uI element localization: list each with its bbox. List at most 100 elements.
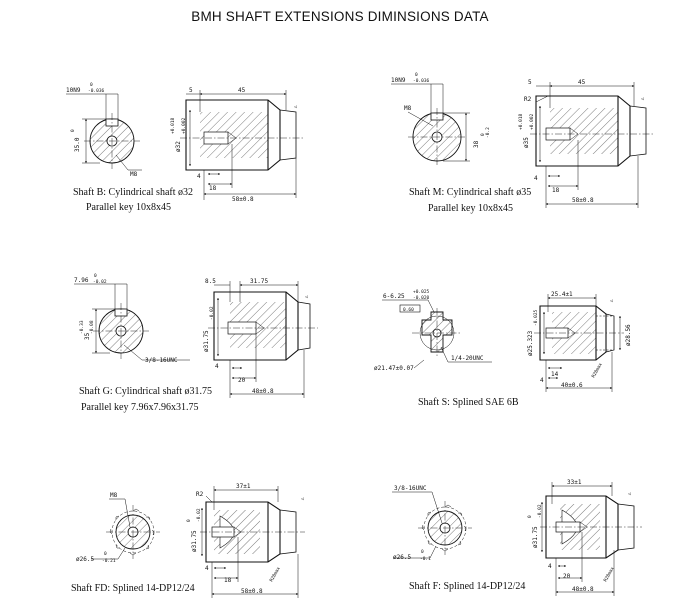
shaft-s-spline-upper: +0.025 — [413, 289, 430, 295]
shaft-g-drawing: ◁ 7.96 0 -0.02 35 -0.33 -0.08 3/8-16UNC … — [74, 273, 318, 413]
shaft-b-dim-4: 4 — [197, 173, 201, 180]
shaft-b-caption: Shaft B: Cylindrical shaft ø32 — [73, 187, 193, 198]
shaft-b-height: 35.0 — [74, 137, 81, 152]
shaft-fd-radius: R2 — [196, 491, 204, 498]
shaft-g-key-tolerance: 7.96 — [74, 277, 89, 284]
shaft-g-dim-31-75: 31.75 — [250, 278, 268, 285]
shaft-fd-dia-upper: 0 — [186, 519, 192, 522]
shaft-m-end-view — [391, 83, 470, 166]
shaft-b-labels: 10N9 0 -0.036 35.0 0 M8 ø32 +0.018 +0.00… — [66, 82, 254, 213]
shaft-s-box: 0.60 — [403, 307, 414, 313]
shaft-b-diameter: ø32 — [175, 141, 182, 152]
shaft-m-key-caption: Parallel key 10x8x45 — [428, 203, 513, 214]
shaft-fd-thread: M8 — [110, 492, 118, 499]
shaft-b-key-tol-upper: 0 — [90, 82, 93, 88]
shaft-f-labels: 3/8-16UNC ø26.5 0 -0.1 33±1 ø31.75 0 -0.… — [393, 479, 616, 593]
shaft-fd-drawing: ◁ M8 ø26.5 0 -0.21 R2 37±1 ø31.75 0 -0.0… — [71, 483, 305, 598]
shaft-m-height-tol-2: -0.2 — [485, 127, 491, 138]
shaft-g-diameter: ø31.75 — [203, 330, 210, 352]
shaft-f-side-view: ◁ — [540, 482, 642, 596]
shaft-s-minor-dia: ø21.47±0.07 — [374, 365, 414, 372]
shaft-m-diameter: ø35 — [523, 137, 530, 148]
svg-text:◁: ◁ — [294, 105, 297, 110]
shaft-s-dim-total: 40±0.6 — [561, 382, 583, 389]
shaft-f-dim-total: 48±0.8 — [572, 586, 594, 593]
shaft-g-key-tol-upper: 0 — [94, 273, 97, 279]
shaft-b-dia-lower: +0.002 — [181, 117, 187, 134]
shaft-fd-dim-total: 58±0.8 — [241, 588, 263, 595]
shaft-m-caption: Shaft M: Cylindrical shaft ø35 — [409, 187, 531, 198]
shaft-f-outer-upper: 0 — [421, 549, 424, 555]
shaft-g-key-caption: Parallel key 7.96x7.96x31.75 — [81, 402, 198, 413]
shaft-f-diameter: ø31.75 — [532, 526, 539, 548]
shaft-b-end-view — [66, 93, 142, 171]
shaft-fd-outer-dia: ø26.5 — [76, 556, 94, 563]
svg-text:◁: ◁ — [641, 97, 644, 102]
shaft-g-end-view — [74, 283, 190, 361]
shaft-f-dim-4: 4 — [548, 563, 552, 570]
shaft-m-height-tol: 0 — [480, 133, 486, 136]
shaft-m-dim-18: 18 — [552, 187, 560, 194]
shaft-m-key-tol-lower: -0.036 — [413, 78, 430, 84]
shaft-fd-end-view — [91, 498, 160, 560]
shaft-fd-diameter: ø31.75 — [191, 530, 198, 552]
shaft-f-dia-lower: -0.02 — [537, 504, 543, 518]
shaft-g-caption: Shaft G: Cylindrical shaft ø31.75 — [79, 386, 212, 397]
shaft-s-end-view — [382, 299, 492, 369]
shaft-g-height-upper: -0.33 — [79, 320, 85, 334]
shaft-m-key-tol-upper: 0 — [415, 72, 418, 78]
shaft-g-dia-tol: -0.02 — [209, 306, 215, 320]
shaft-g-dim-total: 48±0.8 — [252, 388, 274, 395]
shaft-fd-radius-max: R20max — [269, 566, 282, 583]
shaft-m-radius: R2 — [524, 96, 532, 103]
svg-text:◁: ◁ — [301, 497, 304, 502]
shaft-f-spline-length: 33±1 — [567, 479, 582, 486]
shaft-f-drawing: ◁ 3/8-16UNC ø26.5 0 -0.1 33±1 ø31.75 0 -… — [392, 479, 642, 596]
shaft-m-dia-upper: +0.018 — [518, 113, 524, 130]
shaft-m-dim-4: 4 — [534, 175, 538, 182]
shaft-s-body-dia: ø28.56 — [625, 324, 632, 346]
shaft-g-labels: 7.96 0 -0.02 35 -0.33 -0.08 3/8-16UNC ø3… — [74, 273, 274, 413]
shaft-g-dim-8-5: 8.5 — [205, 278, 216, 285]
shaft-s-thread: 1/4-20UNC — [451, 355, 484, 362]
shaft-b-side-view: ◁ — [180, 90, 305, 200]
shaft-s-radius: R20max — [591, 362, 604, 379]
shaft-s-major-dia-tol: -0.025 — [533, 309, 539, 326]
shaft-fd-caption: Shaft FD: Splined 14-DP12/24 — [71, 583, 195, 594]
shaft-s-spline: 6-6.25 — [383, 293, 405, 300]
shaft-b-key-tolerance: 10N9 — [66, 87, 81, 94]
shaft-s-caption: Shaft S: Splined SAE 6B — [418, 397, 519, 408]
shaft-fd-outer-lower: -0.21 — [102, 558, 116, 564]
shaft-b-dim-45: 45 — [238, 87, 246, 94]
shaft-m-dim-5: 5 — [528, 79, 532, 86]
shaft-s-major-dia: ø25.323 — [527, 330, 534, 356]
shaft-f-outer-lower: -0.1 — [420, 556, 431, 562]
shaft-fd-dim-4: 4 — [205, 565, 209, 572]
shaft-g-side-view: ◁ — [208, 281, 318, 398]
shaft-s-dim-4: 4 — [540, 377, 544, 384]
shaft-fd-labels: M8 ø26.5 0 -0.21 R2 37±1 ø31.75 0 -0.02 … — [71, 483, 282, 595]
shaft-m-side-view: ◁ — [530, 82, 655, 208]
shaft-fd-spline-length: 37±1 — [236, 483, 251, 490]
shaft-g-dim-20: 20 — [238, 377, 246, 384]
shaft-b-dim-total: 58±0.8 — [232, 196, 254, 203]
shaft-f-caption: Shaft F: Splined 14-DP12/24 — [409, 581, 525, 592]
svg-text:◁: ◁ — [628, 492, 631, 497]
shaft-b-dia-upper: +0.018 — [170, 117, 176, 134]
shaft-s-side-view: ◁ — [534, 294, 624, 392]
shaft-s-drawing: ◁ 6-6.25 +0.025 -0.020 0.60 ø21.47±0.07 … — [374, 289, 632, 408]
shaft-s-spline-lower: -0.020 — [413, 295, 430, 301]
svg-text:◁: ◁ — [610, 299, 613, 304]
shaft-b-dim-18: 18 — [209, 185, 217, 192]
shaft-b-dim-5: 5 — [189, 87, 193, 94]
shaft-m-drawing: ◁ 10N9 0 -0.036 M8 38 0 -0.2 ø35 +0.018 … — [391, 72, 655, 214]
shaft-b-height-tol: 0 — [70, 129, 76, 132]
shaft-g-dim-4: 4 — [215, 363, 219, 370]
shaft-fd-dia-lower: -0.02 — [196, 508, 202, 522]
shaft-g-key-tol-lower: -0.02 — [93, 279, 107, 285]
shaft-fd-dim-18: 18 — [224, 577, 232, 584]
shaft-g-height: 35 — [84, 332, 91, 340]
shaft-g-height-lower: -0.08 — [89, 320, 95, 334]
